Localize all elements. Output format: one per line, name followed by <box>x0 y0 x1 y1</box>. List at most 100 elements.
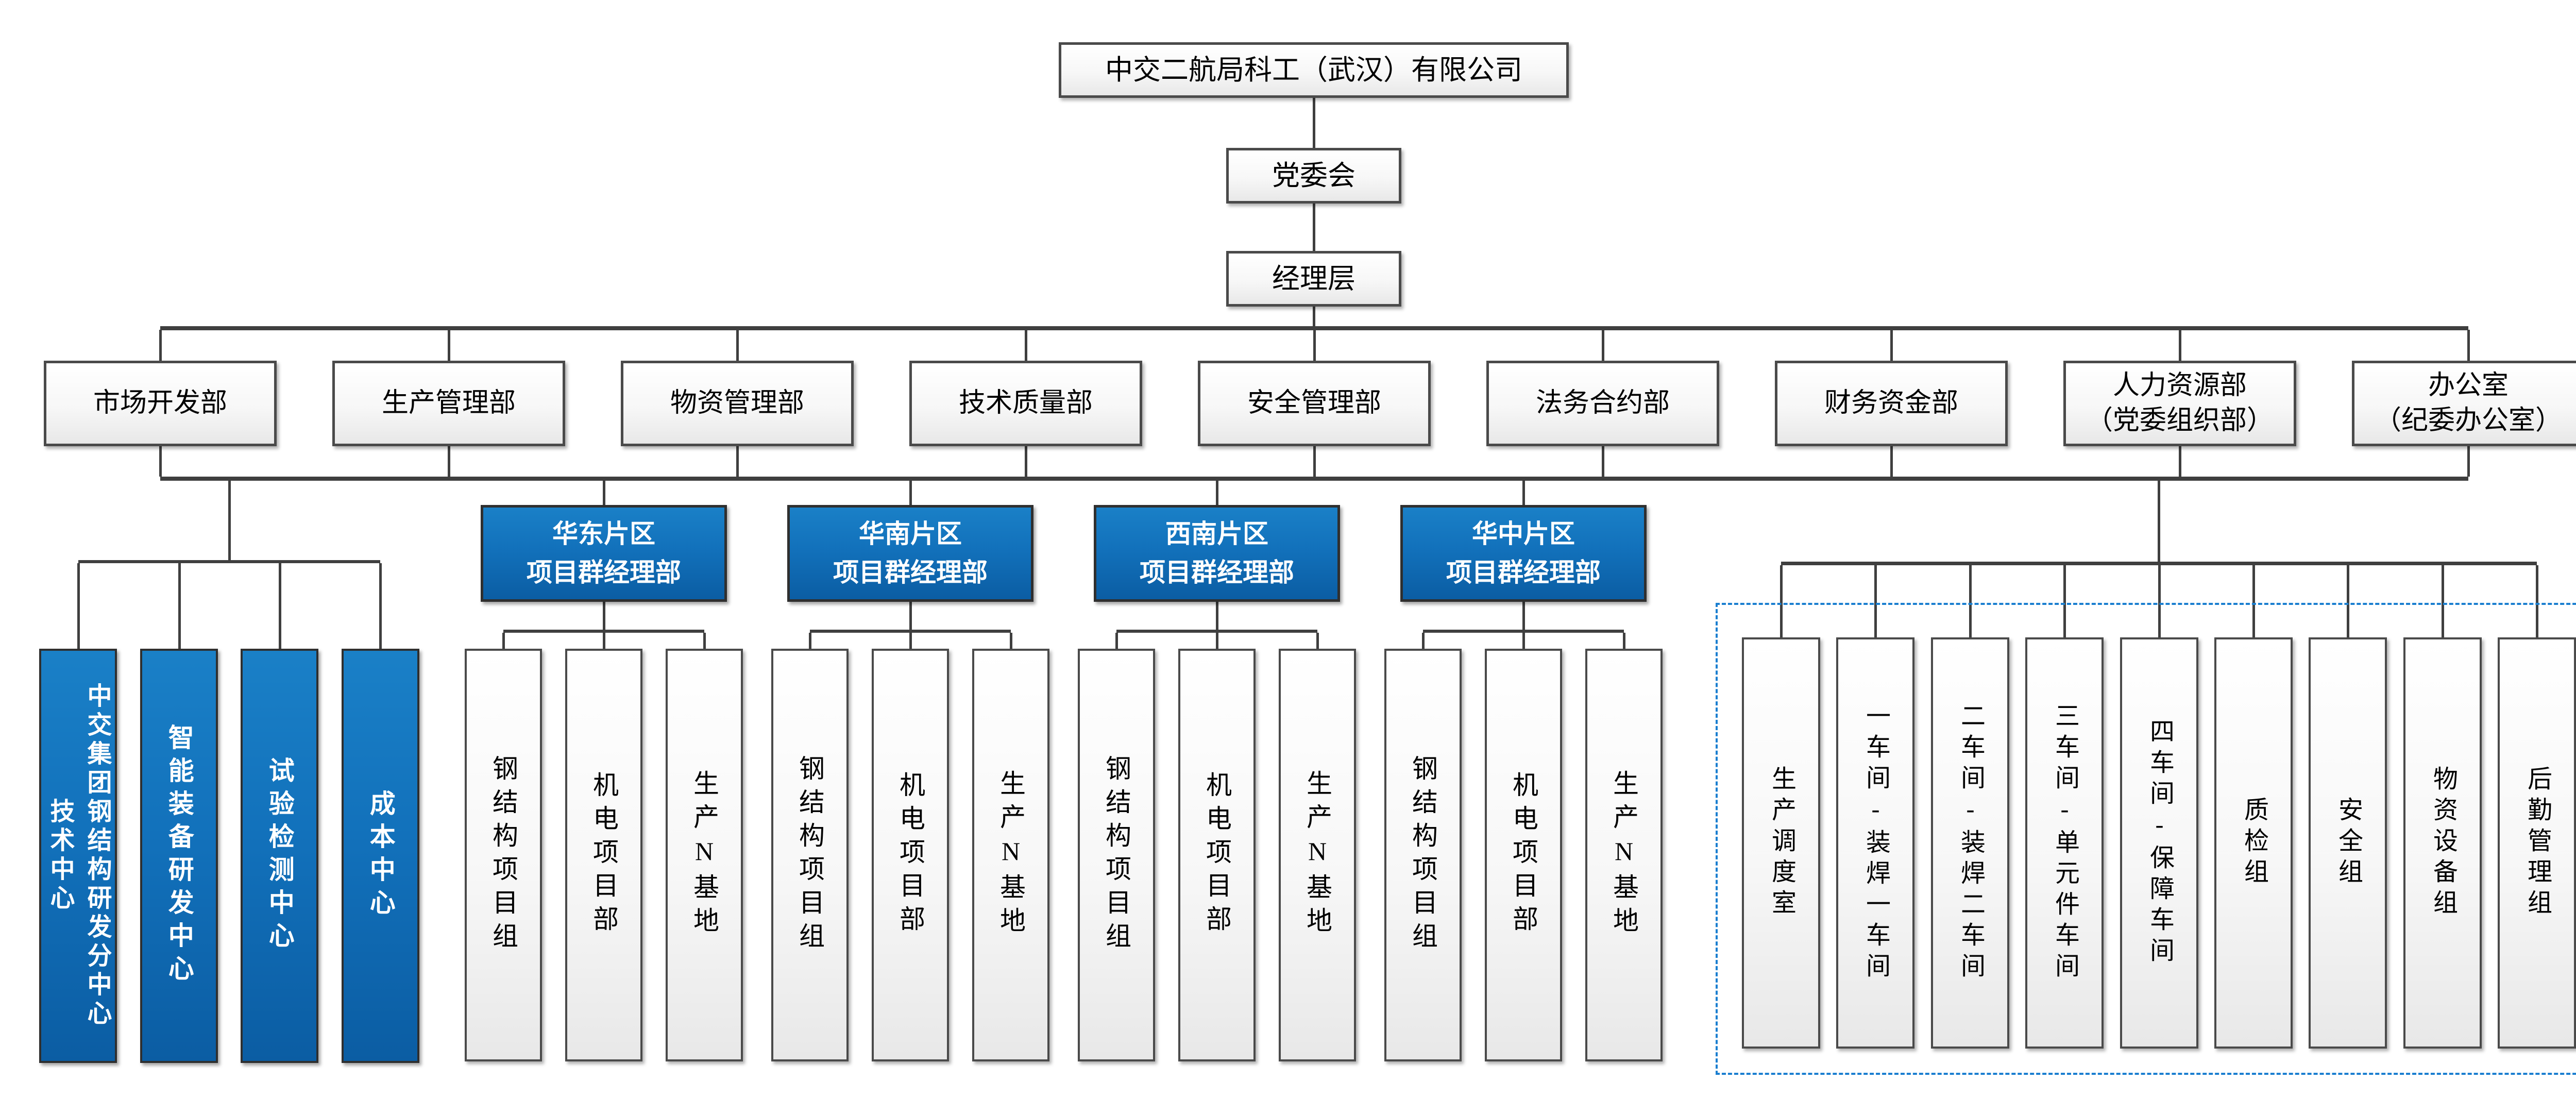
connector-bus <box>1781 562 2537 565</box>
company-box: 中交二航局科工（武汉）有限公司 <box>1059 42 1569 98</box>
connector-line <box>809 633 811 649</box>
connector-line <box>2347 565 2349 637</box>
unit-box-dispatch: 生产调度室 <box>1742 637 1820 1049</box>
connector-line <box>1969 565 1972 637</box>
connector-line <box>1890 446 1893 477</box>
connector-line <box>1780 565 1783 637</box>
child-box-huazhong-mech: 机电项目部 <box>1485 649 1562 1061</box>
connector-line <box>2442 565 2444 637</box>
connector-line <box>1313 204 1315 251</box>
connector-line <box>1890 330 1893 361</box>
connector-line <box>1313 98 1315 148</box>
connector-line <box>1522 481 1525 505</box>
connector-line <box>909 633 912 649</box>
unit-box-workshop4: 四车间-保障车间 <box>2120 637 2198 1049</box>
dept-box-legal-contract: 法务合约部 <box>1486 361 1719 446</box>
connector-line <box>603 481 605 505</box>
child-box-huadong-base: 生产N基地 <box>666 649 743 1061</box>
region-box-huanan: 华南片区 项目群经理部 <box>787 505 1033 602</box>
dept-box-materials: 物资管理部 <box>621 361 854 446</box>
region-box-xinan: 西南片区 项目群经理部 <box>1094 505 1340 602</box>
connector-line <box>703 633 706 649</box>
connector-line <box>2252 565 2255 637</box>
connector-line <box>603 602 605 630</box>
production-area-dashed-outline <box>1716 603 2576 1075</box>
dept-box-finance: 财务资金部 <box>1775 361 2008 446</box>
region-box-huazhong: 华中片区 项目群经理部 <box>1400 505 1647 602</box>
connector-line <box>2536 565 2538 637</box>
center-box-smart-equipment: 智能装备研发中心 <box>140 649 218 1063</box>
dept-box-production-mgmt: 生产管理部 <box>332 361 565 446</box>
connector-bus <box>810 630 1011 633</box>
connector-line <box>909 481 912 505</box>
center-box-cost: 成本中心 <box>342 649 419 1063</box>
connector-line <box>1623 633 1625 649</box>
connector-line <box>1874 565 1877 637</box>
dept-box-marketing: 市场开发部 <box>44 361 277 446</box>
connector-line <box>1115 633 1118 649</box>
connector-line <box>2467 446 2470 477</box>
connector-bus <box>78 560 380 563</box>
connector-line <box>77 563 80 649</box>
connector-line <box>1602 330 1604 361</box>
connector-line <box>178 563 181 649</box>
connector-line <box>1602 446 1604 477</box>
dept-box-tech-quality: 技术质量部 <box>909 361 1142 446</box>
unit-box-logistics: 后勤管理组 <box>2498 637 2576 1049</box>
connector-line <box>736 330 739 361</box>
connector-line <box>2467 330 2470 361</box>
connector-line <box>502 633 505 649</box>
connector-line <box>1422 633 1425 649</box>
connector-bus <box>1116 630 1317 633</box>
connector-line <box>1216 481 1218 505</box>
child-box-xinan-base: 生产N基地 <box>1279 649 1356 1061</box>
connector-line <box>1522 633 1525 649</box>
connector-line <box>1313 446 1316 477</box>
connector-line <box>1316 633 1319 649</box>
dept-box-office: 办公室 （纪委办公室） <box>2352 361 2576 446</box>
connector-line <box>1313 330 1316 361</box>
child-box-huadong-mech: 机电项目部 <box>565 649 642 1061</box>
connector-line <box>2063 565 2066 637</box>
connector-line <box>1025 330 1027 361</box>
connector-line <box>2179 330 2181 361</box>
connector-line <box>1522 602 1525 630</box>
dept-box-hr: 人力资源部 （党委组织部） <box>2063 361 2296 446</box>
child-box-huanan-mech: 机电项目部 <box>872 649 949 1061</box>
connector-line <box>736 446 739 477</box>
unit-box-materials-equipment: 物资设备组 <box>2403 637 2482 1049</box>
child-box-huanan-base: 生产N基地 <box>972 649 1049 1061</box>
center-box-testing: 试验检测中心 <box>241 649 318 1063</box>
connector-line <box>279 563 281 649</box>
unit-box-quality: 质检组 <box>2214 637 2293 1049</box>
connector-line <box>159 446 162 477</box>
connector-line <box>1010 633 1012 649</box>
child-box-huanan-steel: 钢结构项目组 <box>771 649 849 1061</box>
unit-box-safety: 安全组 <box>2309 637 2387 1049</box>
child-box-xinan-steel: 钢结构项目组 <box>1078 649 1155 1061</box>
child-box-huazhong-base: 生产N基地 <box>1585 649 1663 1061</box>
connector-line <box>1025 446 1027 477</box>
connector-line <box>448 330 450 361</box>
connector-line <box>448 446 450 477</box>
management-box: 经理层 <box>1226 251 1401 307</box>
connector-line <box>379 563 382 649</box>
connector-bus <box>503 630 704 633</box>
connector-bus <box>1423 630 1624 633</box>
connector-bus <box>160 477 2468 481</box>
child-box-huadong-steel: 钢结构项目组 <box>465 649 542 1061</box>
connector-line <box>1216 602 1218 630</box>
connector-line <box>1216 633 1218 649</box>
party-committee-box: 党委会 <box>1226 148 1401 204</box>
unit-box-workshop3: 三车间-单元件车间 <box>2025 637 2104 1049</box>
center-box-steel-rd: 中交集团钢结构研发分中心 技术中心 <box>39 649 117 1063</box>
region-box-huadong: 华东片区 项目群经理部 <box>481 505 727 602</box>
dept-box-safety: 安全管理部 <box>1198 361 1431 446</box>
unit-box-workshop1: 一车间-装焊一车间 <box>1836 637 1914 1049</box>
connector-line <box>159 330 162 361</box>
connector-line <box>1313 307 1315 328</box>
connector-line <box>228 481 231 560</box>
unit-box-workshop2: 二车间-装焊二车间 <box>1931 637 2009 1049</box>
connector-bus <box>160 326 2468 330</box>
